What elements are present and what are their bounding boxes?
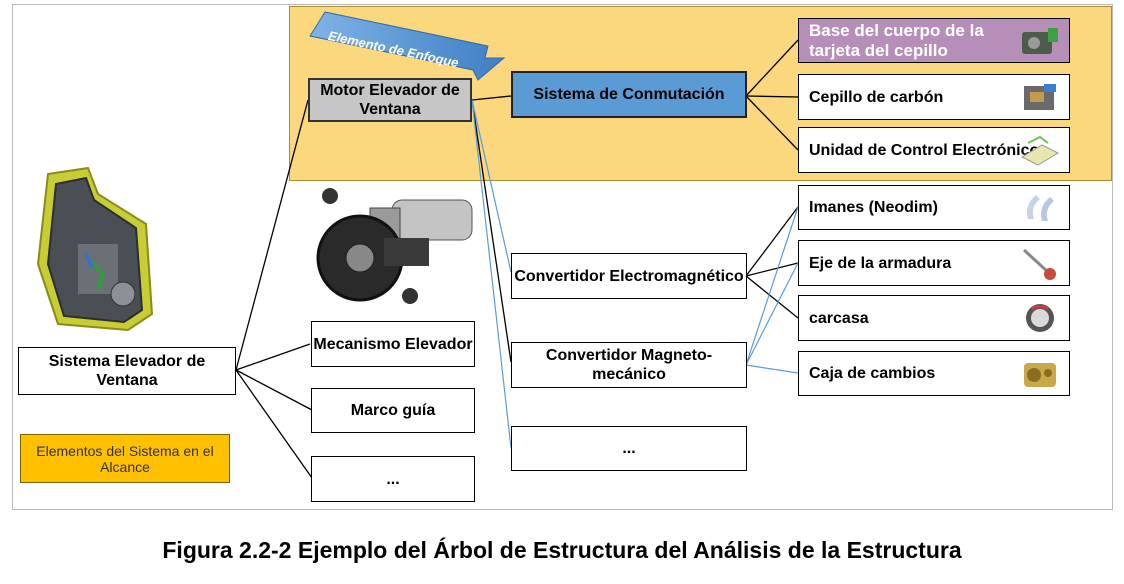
node-magnets: Imanes (Neodim) (798, 185, 1070, 230)
node-motor: Motor Elevador de Ventana (308, 78, 472, 122)
gearbox-icon (1024, 363, 1056, 387)
node-level2-more: ... (511, 426, 747, 471)
brush-holder-icon (1022, 28, 1058, 54)
figure-caption: Figura 2.2-2 Ejemplo del Árbol de Estruc… (162, 537, 962, 563)
node-armature-shaft: Eje de la armadura (798, 240, 1070, 286)
housing-icon (1026, 304, 1054, 332)
node-mechanism: Mecanismo Elevador (311, 321, 475, 367)
node-em-converter: Convertidor Electromagnético (511, 253, 747, 299)
shaft-icon (1022, 248, 1056, 280)
node-housing: carcasa (798, 295, 1070, 341)
legend-scope: Elementos del Sistema en el Alcance (20, 434, 230, 483)
ecu-icon (1020, 135, 1060, 166)
node-level1-more: ... (311, 456, 475, 502)
focus-arrow (309, 11, 506, 81)
node-system: Sistema Elevador de Ventana (18, 347, 236, 395)
window-motor-icon (316, 188, 473, 304)
carbon-brush-icon (1024, 84, 1056, 110)
node-ecu: Unidad de Control Electrónico (798, 127, 1070, 173)
node-mm-converter: Convertidor Magneto-mecánico (511, 342, 747, 388)
node-brush-base: Base del cuerpo de la tarjeta del cepill… (798, 18, 1070, 63)
car-door-icon (36, 166, 154, 332)
node-commutation: Sistema de Conmutación (511, 71, 747, 118)
node-guide: Marco guía (311, 388, 475, 433)
magnet-icon (1027, 195, 1054, 221)
